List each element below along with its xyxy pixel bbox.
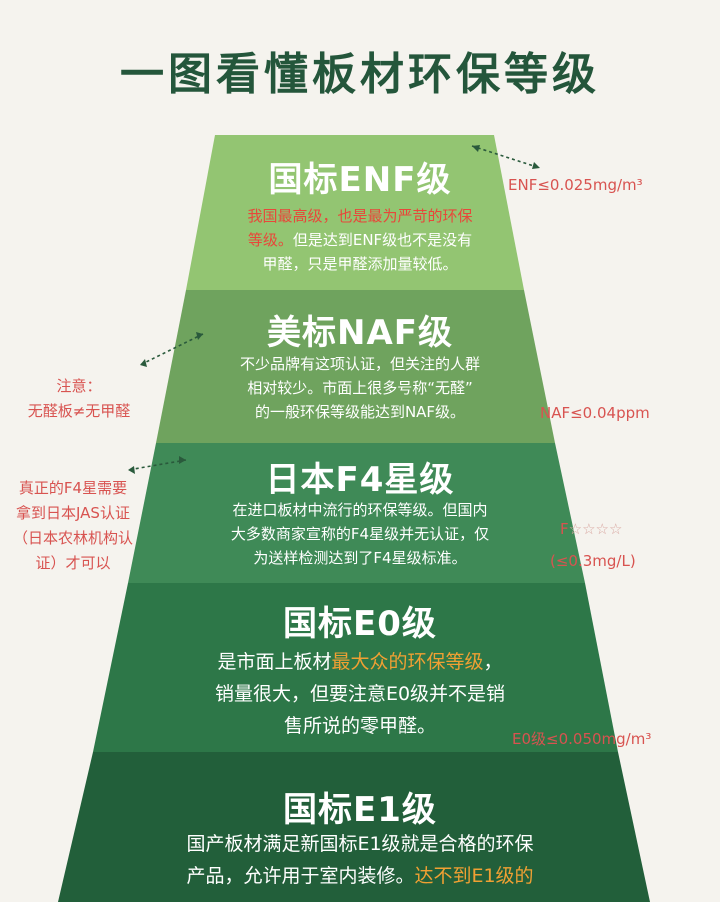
tier-f4-desc: 在进口板材中流行的环保等级。但国内大多数商家宣称的F4星级并无认证，仅为送样检测…	[0, 498, 720, 570]
tier-enf-title: 国标ENF级	[268, 160, 452, 200]
desc-text: 在进口板材中流行的环保等级。但国内	[232, 501, 488, 519]
desc-line: 甲醛，只是甲醛添加量较低。	[0, 252, 720, 276]
naf-pointer-arrow-b	[140, 359, 147, 367]
desc-line: 销量很大，但要注意E0级并不是销	[0, 678, 720, 710]
tier-enf-shape	[186, 135, 524, 290]
desc-line: 我国最高级，也是最为严苛的环保	[0, 204, 720, 228]
page-title: 一图看懂板材环保等级	[120, 49, 600, 100]
tier-e0-title: 国标E0级	[283, 604, 437, 644]
desc-line: 相对较少。市面上很多号称“无醛”	[0, 376, 720, 400]
desc-text: 但是达到ENF级也不是没有	[292, 231, 473, 249]
tier-naf-shape	[156, 290, 555, 443]
desc-line: 售所说的零甲醛。	[0, 710, 720, 742]
desc-text: 售所说的零甲醛。	[283, 715, 436, 737]
f4-note: 真正的F4星需要 拿到日本JAS认证 （日本农林机构认 证）才可以	[0, 476, 146, 576]
desc-line: 的一般环保等级能达到NAF级。	[0, 400, 720, 424]
tier-f4-shape	[128, 443, 585, 583]
enf-limit-label: ENF≤0.025mg/m³	[508, 176, 643, 194]
tier-e1-title: 国标E1级	[283, 790, 437, 830]
desc-text: 为送样检测达到了F4星级标准。	[253, 549, 467, 567]
desc-line: 等级。但是达到ENF级也不是没有	[0, 228, 720, 252]
f4-note-line: 真正的F4星需要	[18, 479, 128, 497]
desc-text: ，	[483, 651, 503, 673]
desc-text: 大多数商家宣称的F4星级并无认证，仅	[230, 525, 490, 543]
enf-pointer-arrow-b	[532, 162, 540, 169]
desc-text: 的一般环保等级能达到NAF级。	[254, 403, 466, 421]
f4-star-rating: F☆☆☆☆	[560, 520, 622, 538]
desc-text: 国产板材满足新国标E1级就是合格的环保	[186, 833, 534, 855]
tier-naf-desc: 不少品牌有这项认证，但关注的人群相对较少。市面上很多号称“无醛” 的一般环保等级能…	[0, 352, 720, 424]
desc-line: 为送样检测达到了F4星级标准。	[0, 546, 720, 570]
desc-text: 甲醛，只是甲醛添加量较低。	[262, 255, 458, 273]
naf-note: 注意： 无醛板≠无甲醛	[4, 374, 154, 424]
tier-e1-shape	[58, 752, 650, 902]
f4-note-line: （日本农林机构认	[12, 529, 133, 547]
f4-star-prefix: F	[560, 520, 569, 538]
tier-naf-title: 美标NAF级	[267, 313, 453, 353]
highlight-text: 我国最高级，也是最为严苛的环保	[247, 207, 473, 225]
highlight-text: 达不到E1级的	[414, 865, 534, 887]
desc-line: 不少品牌有这项认证，但关注的人群	[0, 352, 720, 376]
highlight-text: 最大众的环保等级	[331, 651, 484, 673]
desc-text: 销量很大，但要注意E0级并不是销	[214, 683, 506, 705]
tier-e0-shape	[93, 583, 618, 752]
naf-note-line: 注意：	[56, 377, 102, 395]
desc-text: 是市面上板材	[217, 651, 332, 673]
desc-text: 产品，允许用于室内装修。	[186, 865, 415, 887]
tier-e1-desc: 国产板材满足新国标E1级就是合格的环保产品，允许用于室内装修。达不到E1级的	[0, 828, 720, 892]
enf-pointer-arrow-a	[472, 145, 480, 152]
desc-line: 大多数商家宣称的F4星级并无认证，仅	[0, 522, 720, 546]
desc-line: 在进口板材中流行的环保等级。但国内	[0, 498, 720, 522]
desc-text: 相对较少。市面上很多号称“无醛”	[247, 379, 473, 397]
desc-text: 不少品牌有这项认证，但关注的人群	[239, 355, 480, 373]
f4-pointer-arrow-b	[128, 466, 135, 474]
f4-pointer-line	[127, 459, 187, 471]
desc-line: 产品，允许用于室内装修。达不到E1级的	[0, 860, 720, 892]
f4-note-line: 证）才可以	[35, 554, 111, 572]
desc-line: 国产板材满足新国标E1级就是合格的环保	[0, 828, 720, 860]
f4-limit-label: (≤0.3mg/L)	[550, 552, 636, 570]
tier-f4-title: 日本F4星级	[265, 460, 455, 500]
f4-pointer-arrow-a	[179, 456, 186, 464]
naf-limit-label: NAF≤0.04ppm	[540, 404, 650, 422]
f4-note-line: 拿到日本JAS认证	[16, 504, 130, 522]
e0-limit-label: E0级≤0.050mg/m³	[512, 730, 652, 748]
naf-note-line: 无醛板≠无甲醛	[27, 402, 131, 420]
naf-pointer-arrow-a	[196, 332, 203, 340]
desc-line: 是市面上板材最大众的环保等级，	[0, 646, 720, 678]
tier-enf-desc: 我国最高级，也是最为严苛的环保等级。但是达到ENF级也不是没有甲醛，只是甲醛添加…	[0, 204, 720, 276]
star-icon: ☆☆☆☆	[568, 520, 623, 538]
tier-e0-desc: 是市面上板材最大众的环保等级， 销量很大，但要注意E0级并不是销售所说的零甲醛。	[0, 646, 720, 742]
highlight-text: 等级。	[247, 231, 293, 249]
